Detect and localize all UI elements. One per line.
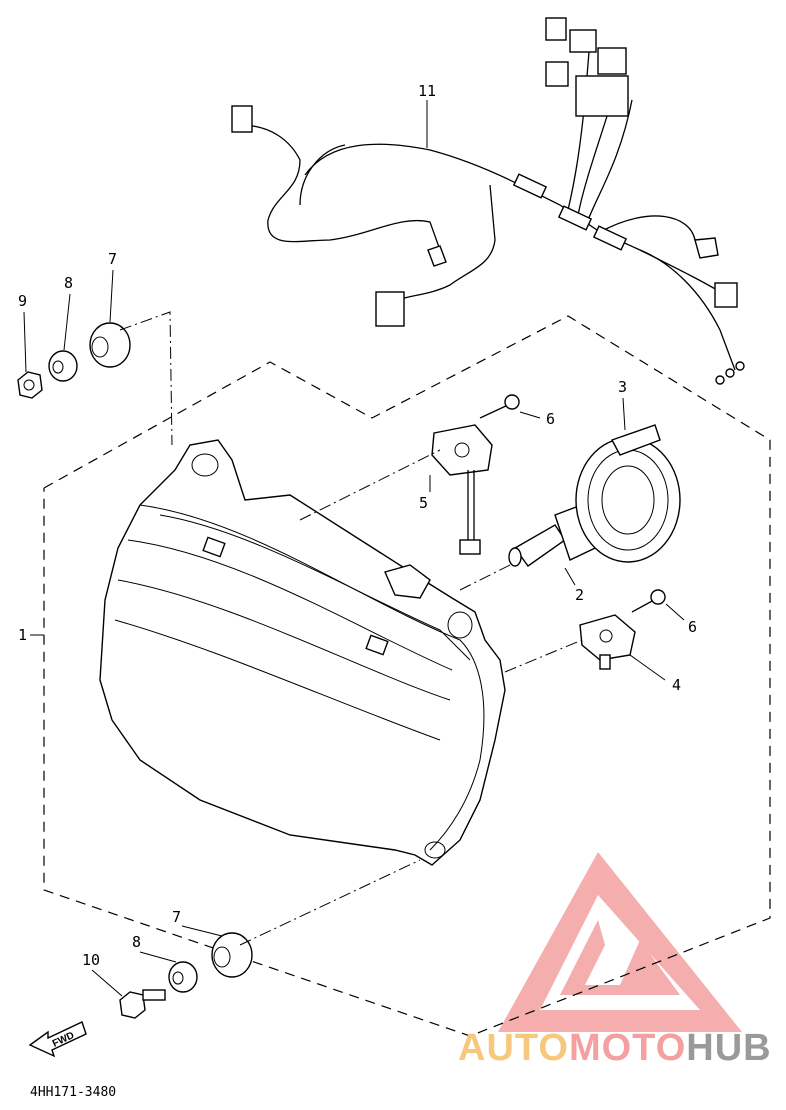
watermark-text: AUTOMOTOHUB xyxy=(458,1027,772,1069)
part-number-7-upper: 7 xyxy=(108,250,117,268)
screw-upper xyxy=(479,394,520,419)
forward-arrow: FWD xyxy=(28,1021,87,1058)
part-number-5: 5 xyxy=(419,494,428,512)
leader-lines xyxy=(30,100,685,946)
small-part-leaders xyxy=(23,269,223,997)
part-number-10: 10 xyxy=(82,951,100,969)
grommet-lower xyxy=(211,932,253,978)
part-number-7-lower: 7 xyxy=(172,908,181,926)
diagram-code: 4HH171-3480 xyxy=(30,1085,116,1100)
nut-upper xyxy=(17,371,43,399)
adjuster-upper xyxy=(431,424,493,555)
part-number-6-upper: 6 xyxy=(546,410,555,428)
part-number-9: 9 xyxy=(18,292,27,310)
part-number-4: 4 xyxy=(672,676,681,694)
wiring-harness xyxy=(231,17,745,385)
grommet-upper xyxy=(89,322,131,368)
part-number-2: 2 xyxy=(575,586,584,604)
svg-text:FWD: FWD xyxy=(51,1030,76,1050)
bolt-lower xyxy=(119,989,166,1019)
assembly-boundary xyxy=(43,315,771,1037)
part-number-8-lower: 8 xyxy=(132,933,141,951)
part-number-11: 11 xyxy=(418,82,436,100)
watermark-moto: MOTO xyxy=(569,1027,686,1069)
part-number-3: 3 xyxy=(618,378,627,396)
watermark-hub: HUB xyxy=(686,1027,771,1069)
collar-lower xyxy=(168,961,198,993)
adjuster-lower xyxy=(579,614,636,670)
watermark-auto: AUTO xyxy=(458,1027,569,1069)
headlight-housing xyxy=(99,439,506,866)
part-number-6-lower: 6 xyxy=(688,618,697,636)
part-number-8-upper: 8 xyxy=(64,274,73,292)
watermark-logo xyxy=(498,852,742,1032)
part-number-1: 1 xyxy=(18,626,27,644)
collar-upper xyxy=(48,350,78,382)
bulb-cover xyxy=(575,424,681,563)
screw-lower xyxy=(631,589,666,613)
